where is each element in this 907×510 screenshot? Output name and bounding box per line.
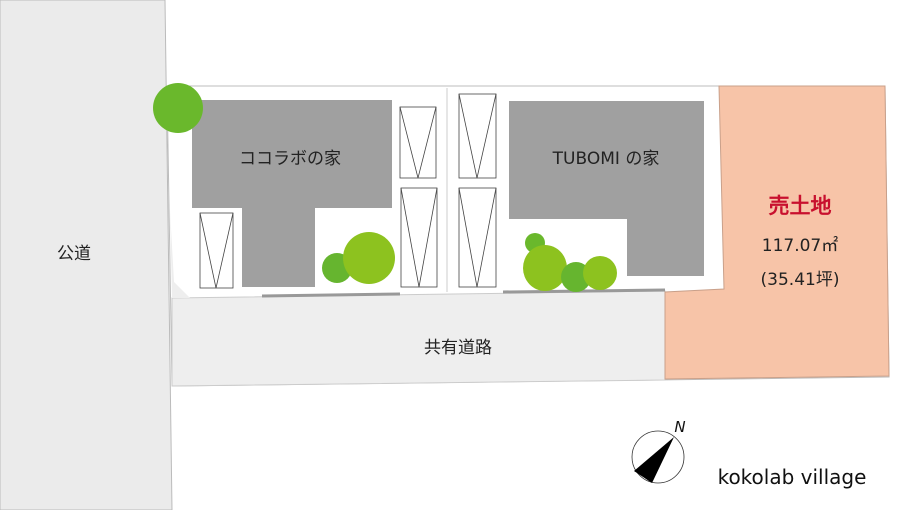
lot-left-edge <box>170 210 190 298</box>
house-tubomi <box>509 101 704 276</box>
public-road-label: 公道 <box>57 244 91 264</box>
north-label: N <box>674 418 685 436</box>
tree-icon <box>523 245 567 291</box>
house-tubomi-label: TUBOMI の家 <box>552 149 660 169</box>
house-kokolab <box>192 100 392 287</box>
shared-road <box>171 290 666 387</box>
tree-icon <box>343 232 395 284</box>
caption: kokolab village <box>718 465 867 489</box>
lot-for-sale <box>664 85 890 380</box>
lot-for-sale-title: 売土地 <box>769 194 832 218</box>
shared-road-label: 共有道路 <box>424 338 492 358</box>
parking-spaces <box>199 93 497 289</box>
lot-area-tsubo: (35.41坪) <box>761 270 840 290</box>
public-road <box>0 0 173 510</box>
lot-area-sqm: 117.07㎡ <box>762 236 838 256</box>
fence <box>502 288 666 294</box>
compass-north-icon: N <box>631 418 686 484</box>
trees <box>153 83 617 292</box>
tree-icon <box>583 256 617 290</box>
house-kokolab-label: ココラボの家 <box>239 149 341 169</box>
tree-icon <box>153 83 203 133</box>
fence <box>261 292 401 298</box>
